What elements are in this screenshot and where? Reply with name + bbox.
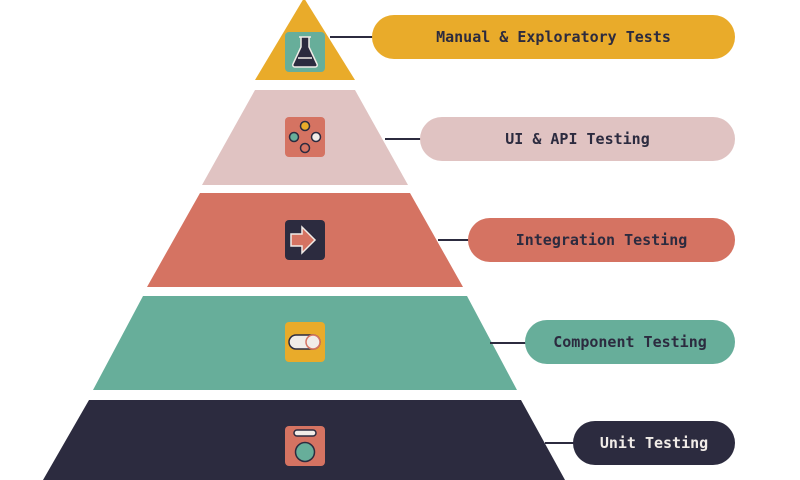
label-unit: Unit Testing [573, 421, 735, 465]
toggle-icon [285, 322, 325, 362]
flask-icon [285, 32, 325, 72]
gamepad-buttons-icon [285, 117, 325, 157]
label-component: Component Testing [525, 320, 735, 364]
label-ui-api: UI & API Testing [420, 117, 735, 161]
label-integration: Integration Testing [468, 218, 735, 262]
arrow-right-icon [285, 220, 325, 260]
label-manual-exploratory: Manual & Exploratory Tests [372, 15, 735, 59]
connectors [330, 36, 578, 444]
unit-block-icon [285, 426, 325, 466]
